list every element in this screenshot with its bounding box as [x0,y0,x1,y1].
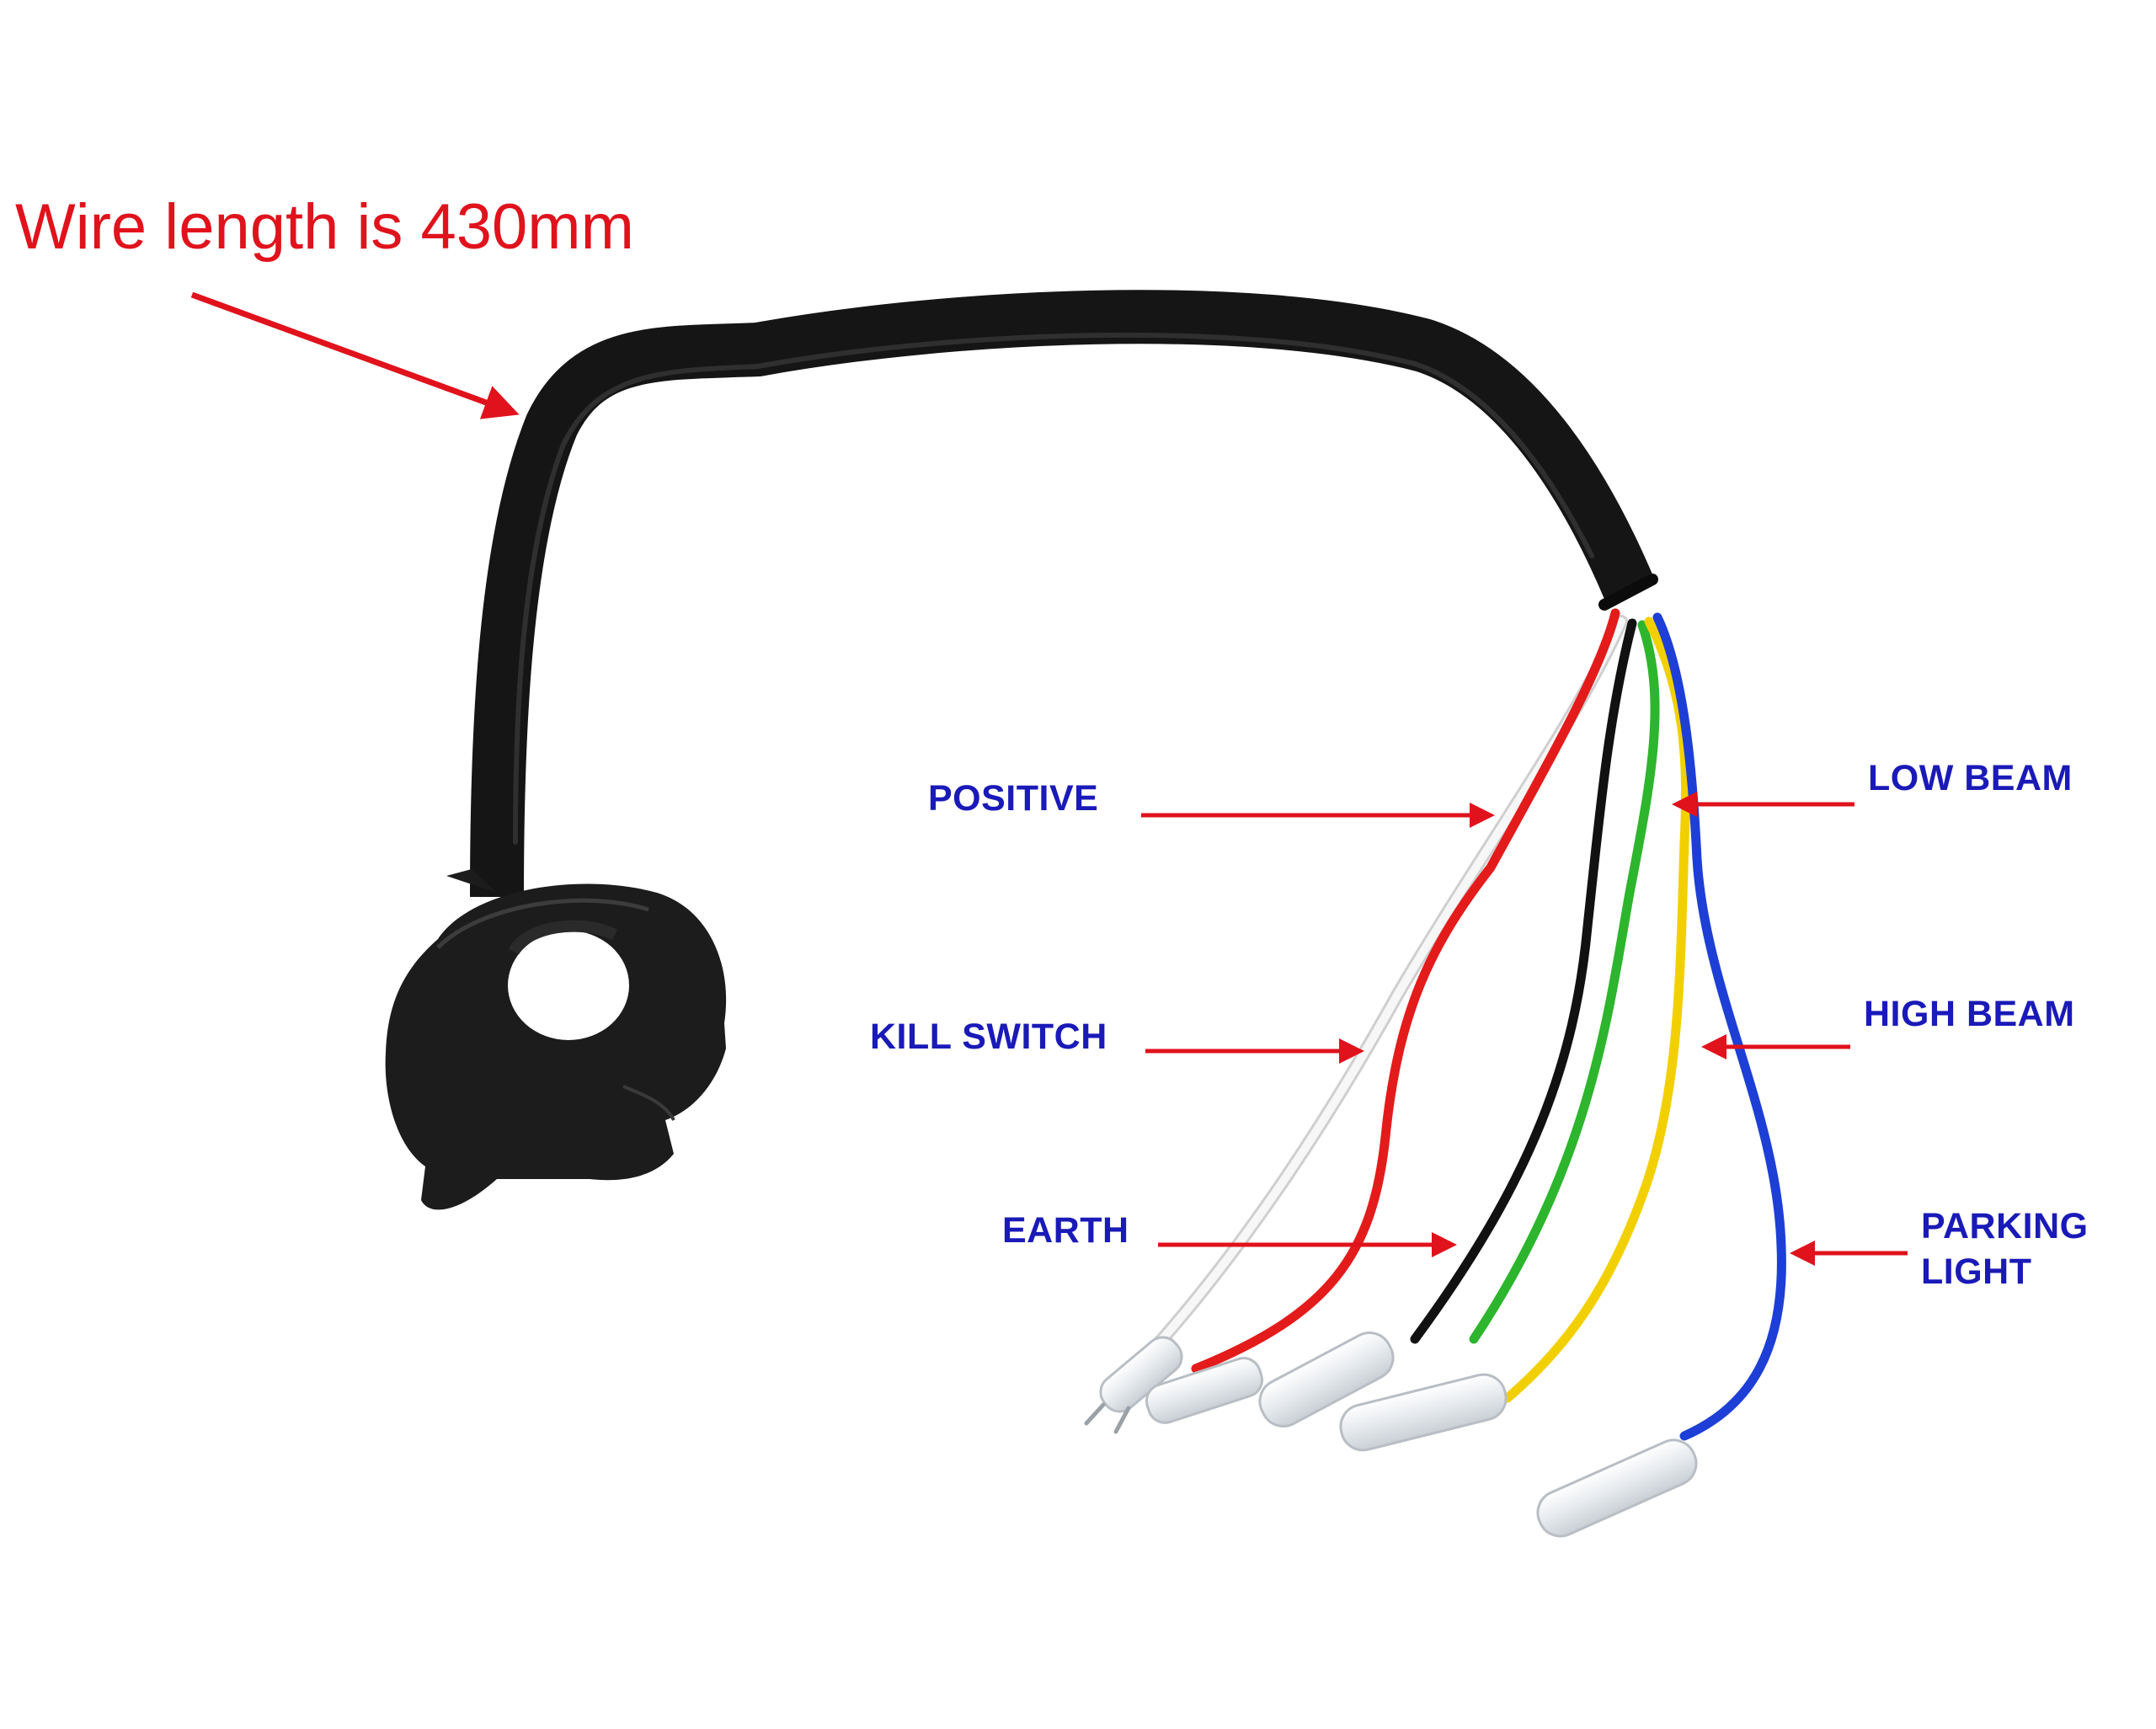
main-cable-highlight [513,332,1594,845]
label-earth: EARTH [1002,1210,1129,1251]
connectors [1084,1331,1698,1538]
label-low-beam: LOW BEAM [1868,758,2073,798]
label-positive: POSITIVE [928,778,1099,819]
label-parking-light: PARKING LIGHT [1921,1204,2089,1295]
bullet-connector-icon [1145,1357,1263,1424]
label-kill-switch: KILL SWITCH [870,1017,1107,1057]
wire-red [1191,608,1620,1374]
wire-white [1113,615,1628,1392]
wire-blue [1652,612,1786,1441]
wire-yellow [1502,616,1691,1403]
wire-green [1469,620,1660,1344]
handlebar-switch-icon [385,869,727,1210]
main-cable [470,290,1655,898]
bullet-connector-icon [1258,1331,1395,1427]
bullet-connector-icon [1536,1438,1698,1538]
label-parking-line1: PARKING [1921,1206,2089,1246]
cable-end-cap [1598,574,1658,611]
label-parking-line2: LIGHT [1921,1251,2032,1292]
wire-white-fill [1116,617,1625,1390]
arrow-icon [190,291,520,419]
wire-length-title: Wire length is 430mm [15,191,634,263]
bullet-connector-icon [1339,1373,1508,1452]
wire-black [1410,618,1637,1344]
label-high-beam: HIGH BEAM [1864,994,2075,1034]
